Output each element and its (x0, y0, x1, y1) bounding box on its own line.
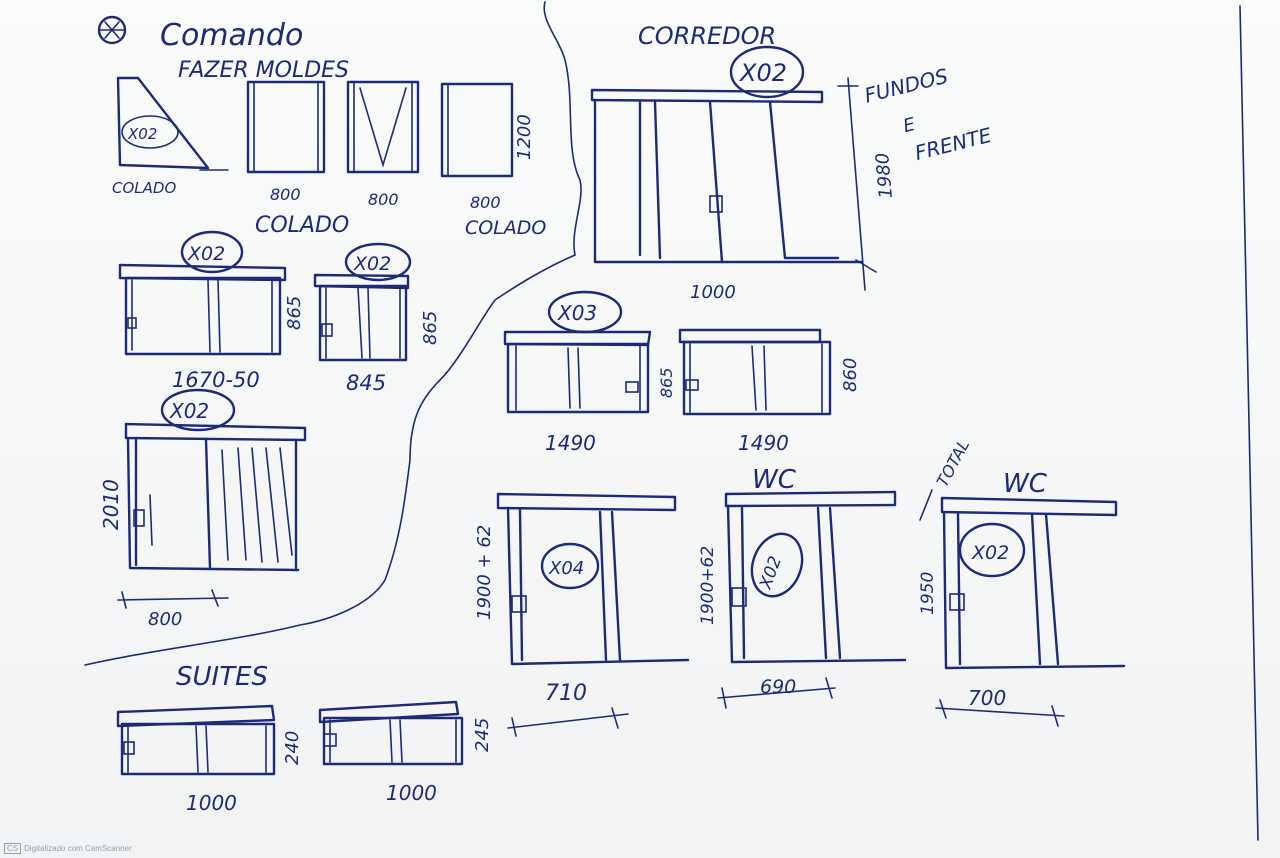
tag-x02-c-group: X02 (160, 388, 236, 432)
label-1490-b: 1490 (738, 431, 789, 455)
tag-x02-wc2: X02 (971, 542, 1009, 564)
label-690: 690 (760, 676, 796, 698)
label-800-b: 800 (368, 190, 399, 209)
corredor-door (590, 77, 877, 291)
window-1490-b (678, 328, 832, 416)
total-leader-line (919, 489, 933, 521)
right-border-line (1239, 5, 1259, 841)
label-845: 845 (346, 371, 386, 395)
tag-x03-group: X03 (547, 290, 623, 334)
camscanner-badge: CS (4, 843, 22, 854)
panel-800-a (246, 80, 326, 174)
comando-symbol (97, 15, 127, 45)
tag-x02-c: X02 (169, 399, 209, 423)
label-1490-a: 1490 (545, 431, 596, 455)
tag-x02-a: X02 (187, 243, 225, 265)
fazer-moldes-heading: FAZER MOLDES (178, 58, 349, 83)
door-wc2: X02 (935, 496, 1126, 727)
tag-x02-corredor: X02 (738, 59, 787, 87)
tag-x02-wc1: X02 (756, 554, 787, 593)
label-800-a: 800 (270, 185, 301, 204)
divider-curve-top (84, 1, 582, 666)
tag-x02-corredor-group: X02 (729, 45, 805, 99)
label-1950: 1950 (918, 572, 938, 615)
label-865-c: 865 (657, 367, 676, 398)
tag-x04: X04 (548, 558, 584, 579)
panel-800-c (440, 82, 514, 178)
label-710: 710 (545, 681, 587, 706)
label-700: 700 (968, 686, 1006, 710)
label-colado-3: COLADO (465, 217, 546, 239)
label-2010: 2010 (99, 479, 123, 530)
comando-heading: Comando (160, 18, 303, 53)
label-1900-62-a: 1900 + 62 (474, 525, 495, 620)
door-wc1: X02 (717, 490, 907, 709)
label-865-a: 865 (284, 296, 305, 330)
wc1-heading: WC (752, 465, 797, 495)
label-1670: 1670-50 (172, 368, 260, 392)
scanner-watermark-text: Digitalizado com CamScanner (24, 844, 132, 853)
note-fundos: FUNDOS (862, 64, 951, 108)
window-845 (313, 273, 410, 362)
total-note: TOTAL (933, 436, 973, 490)
tag-x02-b: X02 (353, 253, 391, 275)
label-1000-b: 1000 (386, 781, 437, 805)
label-1980: 1980 (872, 152, 897, 199)
trapezoid-panel: X02 (116, 76, 229, 171)
door-x04: X04 (496, 492, 690, 737)
label-800-c: 800 (470, 193, 501, 212)
note-frente: FRENTE (912, 123, 994, 165)
wc2-heading: WC (1003, 469, 1048, 499)
window-suite-b (318, 700, 464, 766)
label-1200: 1200 (514, 114, 535, 160)
label-245: 245 (472, 718, 493, 752)
door-2010 (117, 422, 307, 609)
suites-heading: SUITES (176, 662, 268, 692)
window-1490-a (503, 330, 652, 414)
note-e: E (901, 114, 918, 137)
tag-x02-b-group: X02 (344, 242, 412, 282)
label-240: 240 (282, 731, 303, 765)
label-colado-1: COLADO (112, 179, 176, 197)
label-865-b: 865 (420, 311, 441, 345)
tag-x02-trapezoid: X02 (127, 125, 157, 143)
corredor-heading: CORREDOR (638, 22, 776, 50)
tag-x03: X03 (557, 301, 597, 325)
window-1670 (118, 263, 287, 356)
label-colado-2: COLADO (255, 213, 349, 238)
tag-x02-a-group: X02 (180, 230, 244, 274)
label-800-d: 800 (148, 609, 182, 630)
panel-800-v (346, 80, 420, 174)
label-860: 860 (840, 358, 861, 392)
window-suite-a (116, 704, 276, 776)
label-1900-62-b: 1900+62 (698, 546, 718, 625)
label-1000-corredor: 1000 (690, 282, 736, 303)
label-1000-a: 1000 (186, 791, 237, 815)
